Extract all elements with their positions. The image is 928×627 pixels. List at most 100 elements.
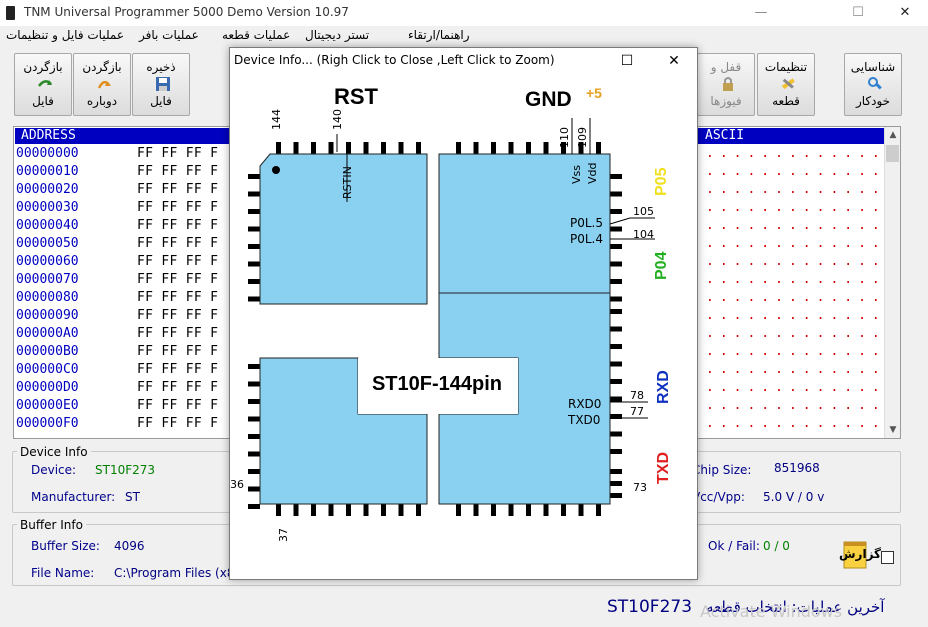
chip-pin: [610, 296, 622, 302]
hex-scrollbar[interactable]: ▲ ▼: [884, 127, 900, 438]
chip-pin: [610, 279, 622, 284]
file-name-label: File Name:: [31, 566, 95, 580]
chip-pin: [610, 344, 622, 349]
menu-chip[interactable]: عملیات قطعه: [222, 28, 291, 42]
chip-settings-button[interactable]: تنظیمات قطعه: [757, 53, 815, 116]
reload-again-label-2: دوباره: [86, 94, 118, 108]
chip-pin: [363, 142, 369, 154]
buffer-info-title: Buffer Info: [17, 518, 86, 532]
report-checkbox[interactable]: [881, 551, 894, 564]
chip-pin: [596, 142, 601, 154]
device-info-dialog[interactable]: Device Info... (Righ Click to Close ,Lef…: [229, 47, 698, 580]
chip-pin: [610, 481, 622, 486]
scroll-up-icon[interactable]: ▲: [889, 130, 897, 140]
chip-label-box: [358, 358, 518, 414]
menu-buffer[interactable]: عملیات بافر: [139, 28, 199, 42]
device-info-title: Device Info: [17, 445, 91, 459]
hex-row-address: 000000D0: [16, 380, 79, 395]
chip-pin: [491, 504, 496, 516]
close-button[interactable]: ✕: [899, 5, 911, 20]
pin-140-label: 140: [331, 109, 344, 130]
hex-row-bytes: FF FF FF F: [137, 164, 219, 179]
hex-row-address: 00000040: [16, 218, 79, 233]
chip-pin: [311, 504, 316, 516]
hex-row-bytes: FF FF FF F: [137, 182, 219, 197]
pin-37-label: 37: [277, 528, 290, 542]
p0l4-label: P0L.4: [570, 232, 603, 246]
title-bar: TNM Universal Programmer 5000 Demo Versi…: [0, 0, 928, 26]
chip-pin: [276, 142, 281, 154]
hex-row-address: 00000030: [16, 200, 79, 215]
txd-label: TXD: [655, 452, 672, 484]
reload-icon: [38, 80, 52, 87]
vss-label: Vss: [570, 165, 583, 184]
auto-detect-button[interactable]: شناسایی خودکار: [844, 53, 902, 116]
app-icon: [6, 6, 15, 20]
tools-icon: [781, 78, 795, 90]
chip-pin: [508, 504, 514, 516]
lock-fuses-label-1: قفل و: [710, 60, 742, 74]
dialog-close-button[interactable]: ✕: [668, 53, 680, 69]
chip-pin: [381, 504, 386, 516]
save-file-button[interactable]: ذخیره فایل: [132, 53, 190, 116]
chip-settings-label-1: تنظیمات: [764, 60, 808, 74]
rxd0-label: RXD0: [568, 397, 601, 411]
chip-pin: [248, 486, 260, 492]
chip-pin: [276, 504, 281, 516]
chip-pin: [398, 504, 404, 516]
chip-size-value: 851968: [774, 461, 820, 475]
minimize-button[interactable]: —: [754, 5, 768, 20]
chip-pin: [508, 142, 514, 154]
reload-file-button[interactable]: بازگردن فایل: [14, 53, 72, 116]
menu-bar: عملیات فایل و تنظیمات عملیات بافر عملیات…: [0, 26, 928, 46]
hex-row-address: 000000B0: [16, 344, 79, 359]
pin-73-label: 73: [633, 481, 647, 494]
vdd-label: Vdd: [586, 163, 599, 185]
device-label: Device:: [31, 463, 77, 477]
hex-row-bytes: FF FF FF F: [137, 218, 219, 233]
pin-36-label: 36: [230, 478, 244, 491]
maximize-button[interactable]: ☐: [852, 5, 864, 20]
chip-pinout-diagram[interactable]: ST10F-144pin 144 140 RST RSTIN 110 109 G…: [230, 74, 697, 579]
reload-again-button[interactable]: بازگردن دوباره: [73, 53, 131, 116]
plus5-label: +5: [586, 85, 602, 101]
gnd-label: GND: [525, 88, 572, 111]
scroll-thumb[interactable]: [886, 145, 899, 162]
report-button[interactable]: گزارش: [839, 540, 881, 570]
menu-digital-tester[interactable]: تستر دیجیتال: [305, 28, 370, 42]
menu-help-upgrade[interactable]: راهنما/ارتقاء: [408, 28, 470, 42]
file-name-value: C:\Program Files (x86: [114, 566, 243, 580]
ok-fail-label: Ok / Fail:: [708, 539, 760, 553]
hex-row-address: 000000C0: [16, 362, 79, 377]
chip-pin: [248, 399, 260, 404]
chip-pin: [311, 142, 316, 154]
chip-pin: [346, 142, 351, 154]
chip-pin: [346, 504, 351, 516]
lock-fuses-label-2: فیوزها: [710, 94, 742, 108]
chip-pin: [610, 379, 622, 384]
menu-file-settings[interactable]: عملیات فایل و تنظیمات: [6, 28, 125, 42]
auto-detect-label-2: خودکار: [855, 94, 891, 108]
hex-row-ascii: .............: [706, 308, 886, 323]
report-label: گزارش: [839, 547, 882, 561]
hex-row-ascii: .............: [706, 200, 886, 215]
rxd-label: RXD: [655, 370, 672, 404]
chip-name: ST10F-144pin: [372, 373, 502, 395]
hex-row-ascii: .............: [706, 290, 886, 305]
chip-pin: [578, 504, 584, 516]
lock-fuses-button[interactable]: قفل و فیوزها: [697, 53, 755, 116]
chip-pin: [248, 226, 260, 232]
manufacturer-value: ST: [125, 490, 140, 504]
scroll-down-icon[interactable]: ▼: [889, 425, 897, 435]
hex-row-ascii: .............: [706, 182, 886, 197]
hex-row-bytes: FF FF FF F: [137, 272, 219, 287]
pin1-marker: [272, 166, 280, 174]
hex-row-ascii: .............: [706, 398, 886, 413]
status-last-operation: آخرین عملیات: انتخاب قطعه: [706, 598, 885, 616]
hex-row-address: 00000070: [16, 272, 79, 287]
hex-row-bytes: FF FF FF F: [137, 200, 219, 215]
dialog-maximize-button[interactable]: ☐: [620, 53, 634, 69]
hex-row-bytes: FF FF FF F: [137, 290, 219, 305]
save-icon: [156, 77, 170, 91]
chip-pin: [248, 191, 260, 197]
